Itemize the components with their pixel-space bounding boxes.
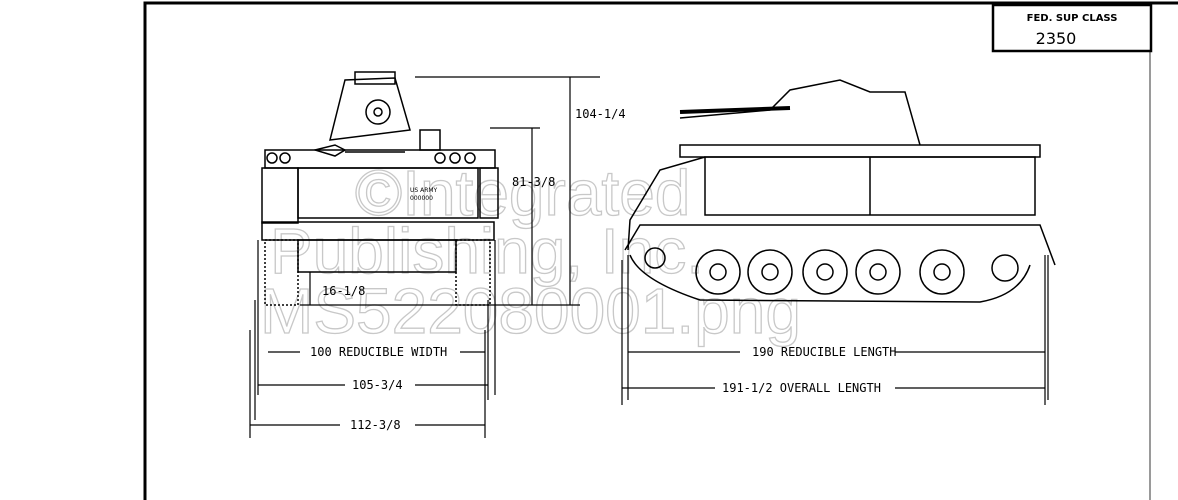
title-block-label: FED. SUP CLASS xyxy=(1027,13,1118,24)
vehicle-marking-line-2: 000000 xyxy=(410,195,433,202)
side-dimension-lines xyxy=(621,255,1049,405)
title-block: FED. SUP CLASS 2350 xyxy=(991,3,1153,53)
watermark-line-2: Publishing, Inc. xyxy=(270,215,704,287)
front-view xyxy=(261,71,499,306)
watermark-line-3: MS522080001.png xyxy=(260,275,801,347)
title-block-value: 2350 xyxy=(1036,29,1077,48)
road-wheel xyxy=(709,263,727,281)
road-wheel xyxy=(695,249,741,295)
road-wheel xyxy=(869,263,887,281)
road-wheel xyxy=(919,249,965,295)
overall-length-label: 191-1/2 OVERALL LENGTH xyxy=(722,381,881,395)
reducible-height-label: 81-3/8 xyxy=(512,175,555,189)
vehicle-marking-line-1: US ARMY xyxy=(410,187,438,194)
reducible-length-label: 190 REDUCIBLE LENGTH xyxy=(752,345,897,359)
road-wheel xyxy=(816,263,834,281)
side-view xyxy=(624,79,1056,303)
overall-width-label: 112-3/8 xyxy=(350,418,401,432)
overall-height-label: 104-1/4 xyxy=(575,107,626,121)
road-wheel xyxy=(747,249,793,295)
road-wheel xyxy=(802,249,848,295)
front-dimension-lines xyxy=(249,76,600,438)
track-width-label: 105-3/4 xyxy=(352,378,403,392)
road-wheel xyxy=(761,263,779,281)
ground-clearance-label: 16-1/8 xyxy=(322,284,365,298)
drawing-frame xyxy=(143,1,1178,500)
watermark: ©Integrated Publishing, Inc. MS522080001… xyxy=(259,156,801,347)
reducible-width-label: 100 REDUCIBLE WIDTH xyxy=(310,345,447,359)
road-wheel xyxy=(855,249,901,295)
road-wheel xyxy=(933,263,951,281)
road-wheels xyxy=(695,249,965,295)
